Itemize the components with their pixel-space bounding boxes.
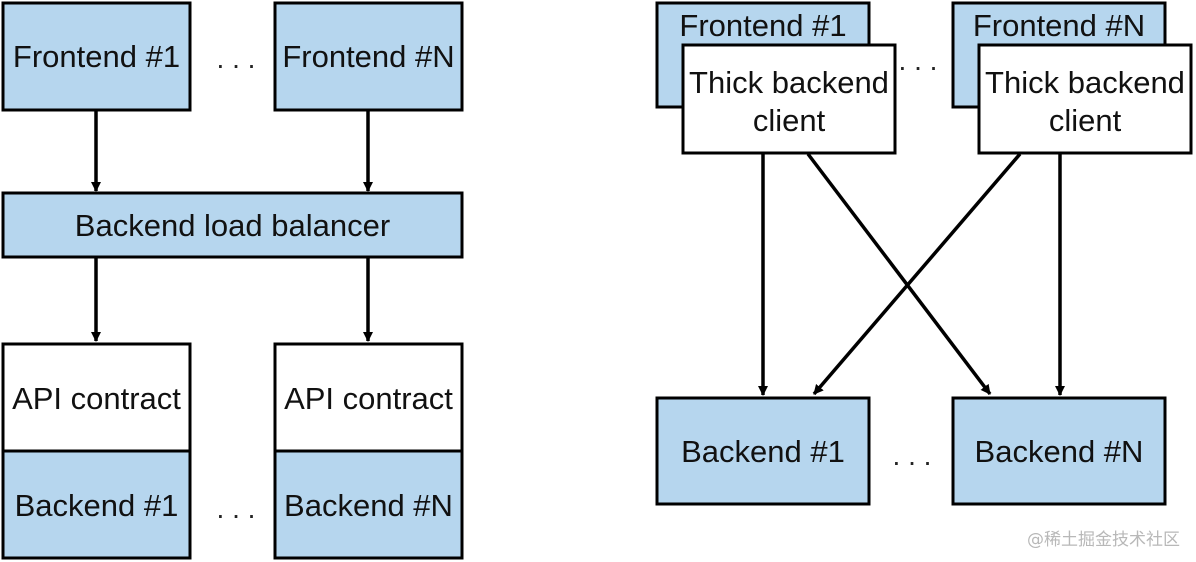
arrow-client1-to-backendn (806, 152, 992, 396)
thick-client-n-line2: client (1049, 103, 1122, 138)
right-frontend-n-label: Frontend #N (973, 8, 1145, 43)
left-diagram: Frontend #1 . . . Frontend #N Backend lo… (1, 1, 464, 560)
thick-client-n-line1: Thick backend (985, 65, 1185, 100)
right-bottom-ellipsis: . . . (893, 440, 932, 471)
thick-client-1-line1: Thick backend (689, 65, 889, 100)
right-backend-n-box: Backend #N (951, 396, 1167, 506)
api-contract-1-label: API contract (12, 381, 181, 416)
left-bottom-ellipsis: . . . (217, 493, 256, 524)
thick-client-1-box: Thick backend client (681, 43, 897, 155)
left-frontend-1-box: Frontend #1 (1, 1, 192, 112)
thick-client-1-line2: client (753, 103, 826, 138)
left-frontend-n-box: Frontend #N (273, 1, 464, 112)
arrow-clientn-to-backend1 (812, 152, 1022, 396)
right-backend-n-label: Backend #N (975, 434, 1144, 469)
left-backend-1-label: Backend #1 (15, 488, 179, 523)
backend-load-balancer-box: Backend load balancer (1, 191, 464, 259)
watermark-text: @稀土掘金技术社区 (1027, 530, 1180, 550)
right-frontend-1-label: Frontend #1 (679, 8, 846, 43)
left-frontend-n-label: Frontend #N (282, 39, 454, 74)
load-balancer-label: Backend load balancer (75, 208, 390, 243)
left-top-ellipsis: . . . (217, 43, 256, 74)
right-backend-1-label: Backend #1 (681, 434, 845, 469)
thick-client-n-box: Thick backend client (977, 43, 1193, 155)
left-backend-1-stack: API contract Backend #1 (1, 342, 192, 560)
right-backend-1-box: Backend #1 (655, 396, 871, 506)
left-frontend-1-label: Frontend #1 (13, 39, 180, 74)
right-diagram: Frontend #1 Thick backend client . . . F… (655, 1, 1193, 506)
right-top-ellipsis: . . . (899, 45, 938, 76)
left-backend-n-stack: API contract Backend #N (273, 342, 464, 560)
api-contract-n-label: API contract (284, 381, 453, 416)
left-backend-n-label: Backend #N (284, 488, 453, 523)
